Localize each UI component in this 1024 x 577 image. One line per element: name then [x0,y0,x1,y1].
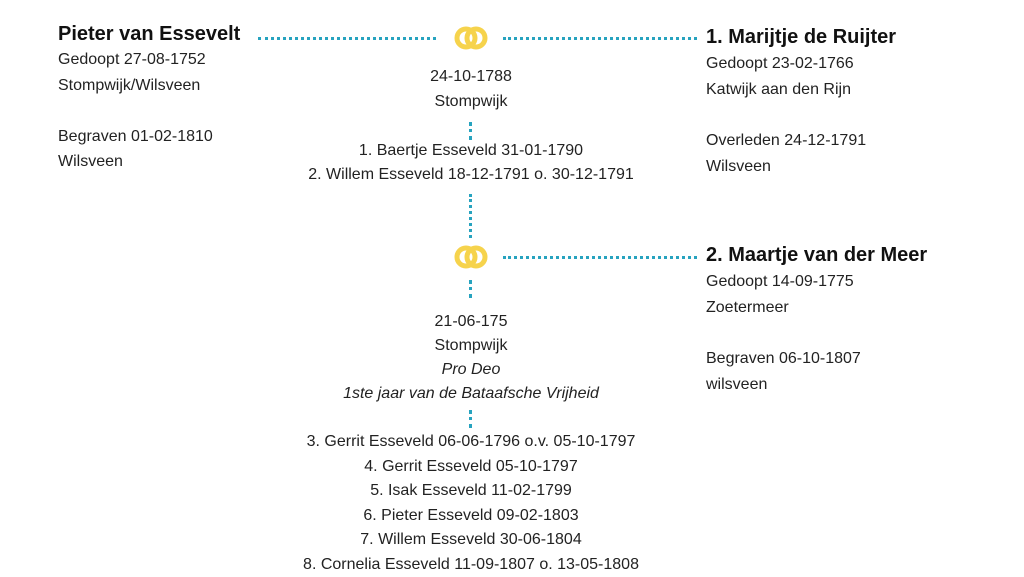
marriage1-place: Stompwijk [434,93,508,110]
marriage2-note: 1ste jaar van de Bataafsche Vrijheid [343,385,599,402]
husband-baptism: Gedoopt 27-08-1752 [58,51,206,68]
connector-line [469,410,472,428]
child-item: 7. Willem Esseveld 30-06-1804 [360,531,582,548]
husband-baptism-place: Stompwijk/Wilsveen [58,77,201,94]
connector-line [469,194,472,238]
wife1-baptism-place: Katwijk aan den Rijn [706,81,851,98]
child-item: 6. Pieter Esseveld 09-02-1803 [363,507,579,524]
wife2-baptism: Gedoopt 14-09-1775 [706,273,854,290]
wife1-name: 1. Marijtje de Ruijter [706,26,897,48]
wife1-death-place: Wilsveen [706,158,771,175]
child-item: 1. Baertje Esseveld 31-01-1790 [358,142,584,159]
connector-line [503,37,697,40]
child-item: 4. Gerrit Esseveld 05-10-1797 [364,458,578,475]
wife2-name: 2. Maartje van der Meer [706,244,928,266]
wedding-rings-icon [454,245,488,269]
child-item: 2. Willem Esseveld 18-12-1791 o. 30-12-1… [308,166,634,183]
marriage2-note: Pro Deo [441,361,501,378]
wife2-burial-place: wilsveen [706,376,768,393]
marriage2-date: 21-06-175 [434,313,508,330]
connector-line [469,122,472,140]
connector-line [258,37,436,40]
connector-line [469,280,472,298]
connector-line [503,256,697,259]
child-item: 5. Isak Esseveld 11-02-1799 [370,482,572,499]
wife2-baptism-place: Zoetermeer [706,299,789,316]
wedding-rings-icon [454,26,488,50]
husband-burial: Begraven 01-02-1810 [58,128,213,145]
husband-burial-place: Wilsveen [58,153,123,170]
husband-name: Pieter van Essevelt [58,23,241,45]
wife2-burial: Begraven 06-10-1807 [706,350,861,367]
marriage2-place: Stompwijk [434,337,508,354]
marriage1-date: 24-10-1788 [430,68,512,85]
child-item: 3. Gerrit Esseveld 06-06-1796 o.v. 05-10… [306,433,636,450]
wife1-death: Overleden 24-12-1791 [706,132,867,149]
wife1-baptism: Gedoopt 23-02-1766 [706,55,854,72]
child-item: 8. Cornelia Esseveld 11-09-1807 o. 13-05… [303,556,639,573]
